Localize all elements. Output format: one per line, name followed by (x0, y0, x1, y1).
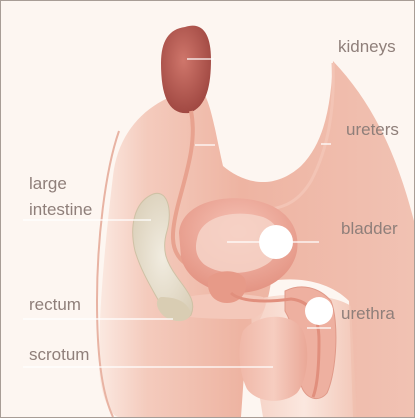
large-intestine-label-line2: intestine (29, 200, 92, 219)
scrotum-label: scrotum (29, 345, 89, 364)
urethra-label: urethra (341, 304, 395, 323)
scrotum-shape (240, 317, 308, 401)
ureters-label: ureters (346, 120, 399, 139)
bladder-label: bladder (341, 219, 398, 238)
rectum-label: rectum (29, 295, 81, 314)
large-intestine-label-line1: large (29, 174, 67, 193)
kidney (161, 26, 211, 114)
urethra-marker-dot (305, 297, 333, 325)
kidneys-label: kidneys (338, 37, 396, 56)
